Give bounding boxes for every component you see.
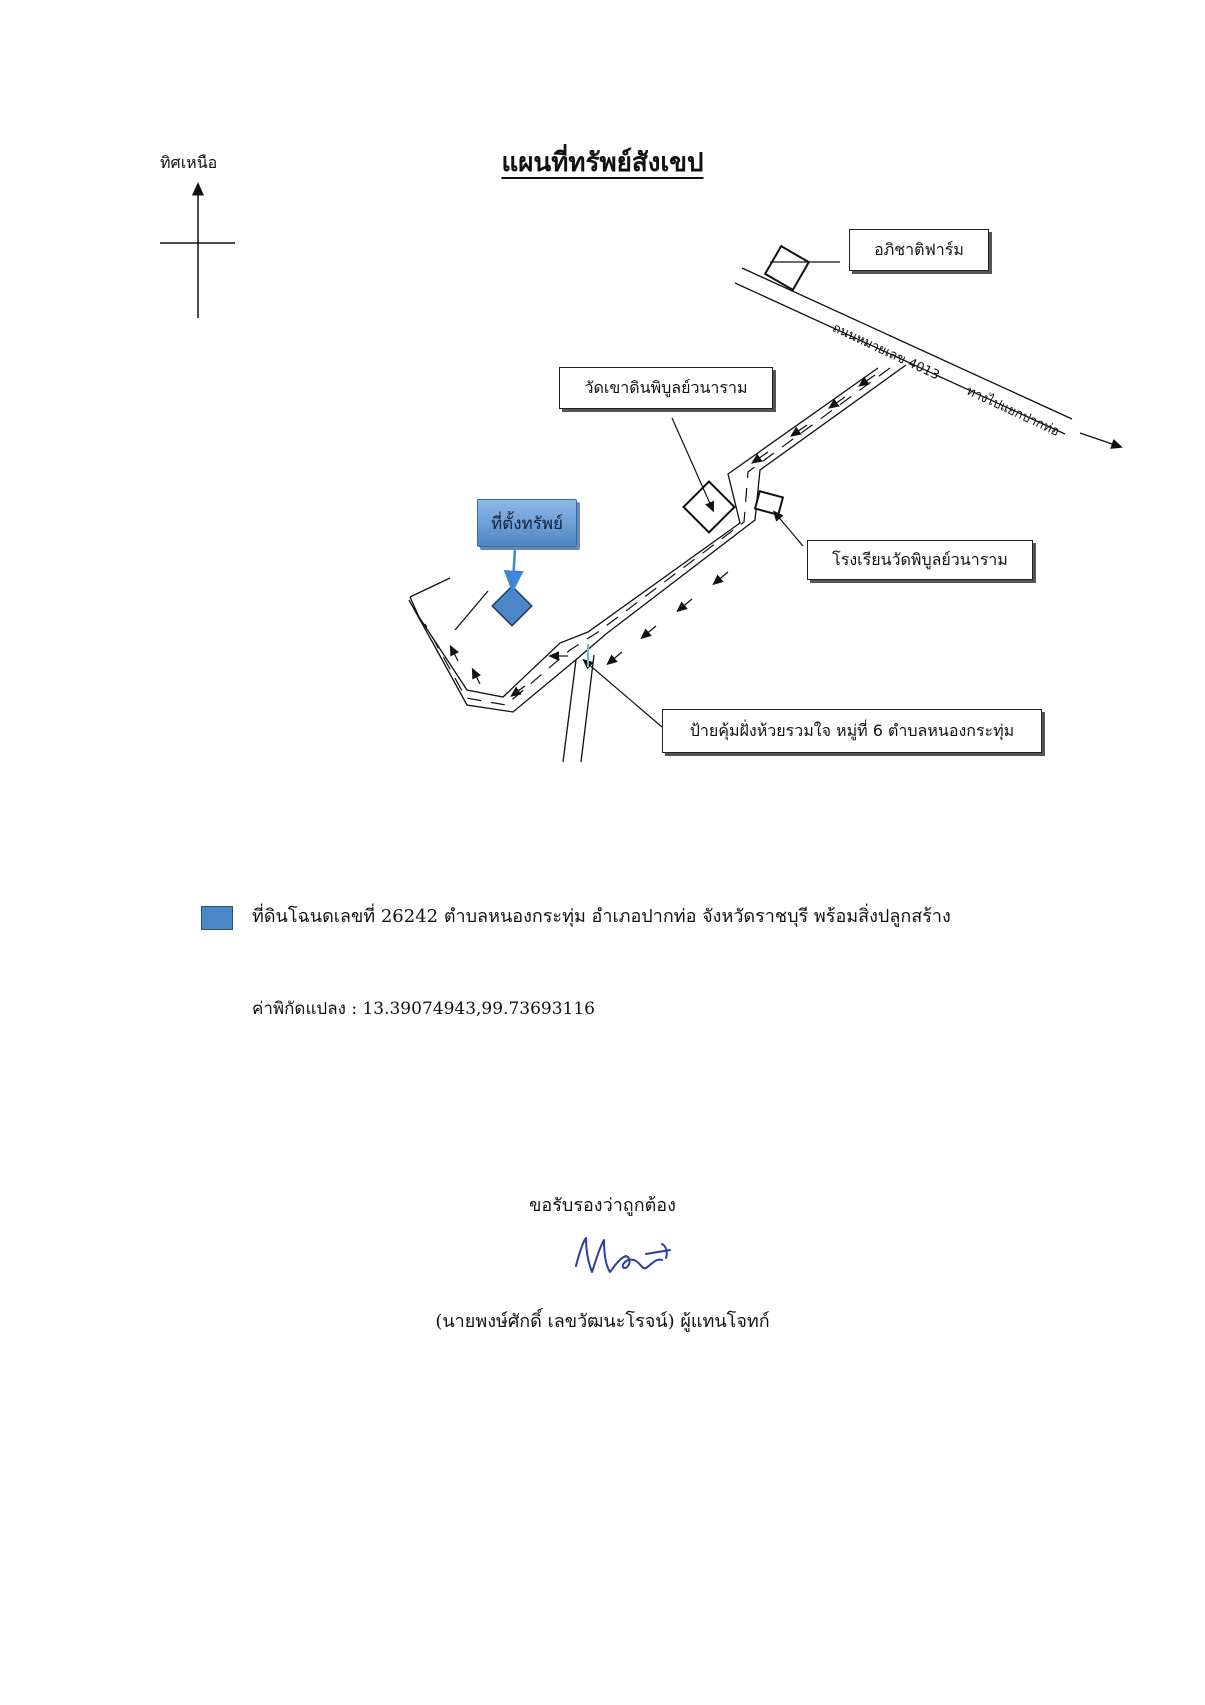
legend-swatch — [201, 906, 233, 930]
property-site-label: ที่ตั้งทรัพย์ — [477, 499, 577, 547]
school-marker-icon — [753, 489, 804, 547]
north-arrow-icon — [160, 182, 235, 318]
certification-text: ขอรับรองว่าถูกต้อง — [529, 1195, 676, 1216]
temple-label: วัดเขาดินพิบูลย์วนาราม — [559, 367, 773, 409]
coordinates-text: ค่าพิกัดแปลง : 13.39074943,99.73693116 — [252, 999, 595, 1019]
signature-mark — [575, 1237, 671, 1273]
highway-road — [734, 267, 1123, 449]
signer-name: (นายพงษ์ศักดิ์ เลขวัฒนะโรจน์) ผู้แทนโจทก… — [435, 1311, 770, 1332]
property-site-icon — [491, 547, 533, 627]
legend-text: ที่ดินโฉนดเลขที่ 26242 ตำบลหนองกระทุ่ม อ… — [252, 906, 951, 927]
school-label: โรงเรียนวัดพิบูลย์วนาราม — [807, 540, 1033, 580]
farm-marker-icon — [763, 244, 840, 292]
temple-marker-icon — [671, 417, 736, 534]
page-title: แผนที่ทรัพย์สังเขป — [501, 148, 704, 178]
bus-stop-label: ป้ายคุ้มฝั่งห้วยรวมใจ หมู่ที่ 6 ตำบลหนอง… — [662, 709, 1042, 753]
farm-label: อภิชาติฟาร์ม — [849, 229, 989, 271]
route-arrows — [424, 367, 891, 706]
north-label: ทิศเหนือ — [160, 153, 218, 172]
bus-stop-pointer — [582, 644, 663, 728]
